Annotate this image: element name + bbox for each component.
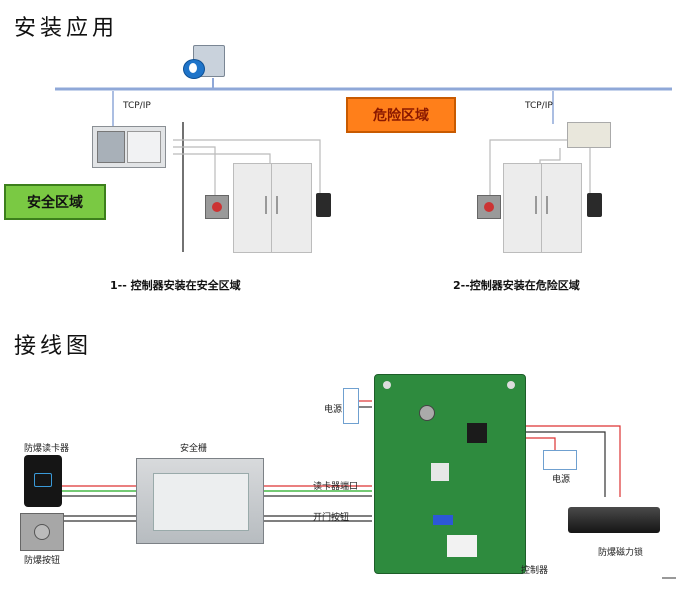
- reader-label: 防爆读卡器: [24, 444, 70, 454]
- door-button-label: 开门按钮: [313, 513, 350, 523]
- safety-barrier: [136, 458, 264, 544]
- exit-button-right: [477, 195, 501, 219]
- controller-box-right: [567, 122, 611, 148]
- reader-port-label: 读卡器端口: [313, 482, 359, 492]
- button-label: 防爆按钮: [24, 556, 61, 566]
- control-cabinet: [92, 126, 166, 168]
- exit-button-left: [205, 195, 229, 219]
- tcp-label-right: TCP/IP: [525, 101, 553, 111]
- controller-label: 控制器: [521, 566, 549, 576]
- ex-exit-button: [20, 513, 64, 551]
- caption-danger: 2--控制器安装在危险区域: [453, 279, 580, 292]
- power-right-label: 电源: [552, 475, 571, 485]
- controller-board: [374, 374, 526, 574]
- ex-card-reader: [24, 455, 62, 507]
- card-reader-right: [587, 193, 602, 217]
- door-left: [233, 163, 312, 253]
- power-top-label: 电源: [324, 405, 343, 415]
- install-title: 安装应用: [14, 16, 119, 41]
- power-right-box: [543, 450, 577, 470]
- safe-zone-badge: 安全区域: [4, 184, 106, 220]
- magnetic-lock: [568, 507, 660, 533]
- door-right: [503, 163, 582, 253]
- mag-lock-label: 防爆磁力锁: [598, 548, 644, 558]
- caption-safe: 1-- 控制器安装在安全区域: [110, 279, 241, 292]
- power-top-box: [343, 388, 359, 424]
- tcp-label-left: TCP/IP: [123, 101, 151, 111]
- card-reader-left: [316, 193, 331, 217]
- barrier-label: 安全栅: [180, 444, 208, 454]
- server-icon: [183, 45, 225, 79]
- danger-zone-badge: 危险区域: [346, 97, 456, 133]
- wiring-title: 接线图: [14, 334, 93, 359]
